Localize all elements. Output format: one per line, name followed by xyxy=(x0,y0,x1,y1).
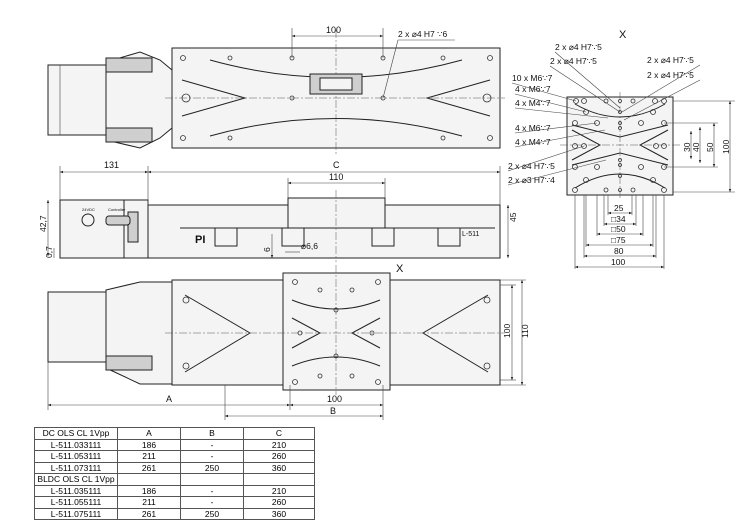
dim-40: 40 xyxy=(691,142,701,152)
side-view: 24VDC Controller PI L-511 131 C 110 42,7… xyxy=(38,160,518,262)
cell: - xyxy=(180,484,244,497)
table-section-row: BLDC OLS CL 1Vpp xyxy=(34,473,315,486)
cell xyxy=(243,473,315,486)
cell xyxy=(117,473,181,486)
dim-a: A xyxy=(166,394,172,404)
note-9: 4 x M4∵7 xyxy=(515,137,551,147)
view-label-x: X xyxy=(396,263,404,275)
cell: 186 xyxy=(117,484,181,497)
carriage-side xyxy=(287,197,386,229)
dim-100-detail-horizontal: 100 xyxy=(611,257,625,267)
cell: L-511.035111 xyxy=(34,484,118,497)
dim-sq75: □75 xyxy=(611,235,626,245)
cell: 261 xyxy=(117,507,181,520)
bottom-view: X 100 110 A 100 B xyxy=(47,263,530,420)
note-11: 2 x ⌀3 H7∵4 xyxy=(508,175,555,185)
cell: 211 xyxy=(117,496,181,509)
cell: L-511.053111 xyxy=(34,450,118,463)
dim-110-side: 110 xyxy=(329,172,343,182)
dim-100-top: 100 xyxy=(326,25,341,35)
section-bldc: BLDC OLS CL 1Vpp xyxy=(34,473,118,486)
hole-note-top: 2 x ⌀4 H7 ∵6 xyxy=(398,29,448,39)
cell: L-511.073111 xyxy=(34,461,118,474)
power-socket xyxy=(81,213,95,227)
cell: 210 xyxy=(243,484,315,497)
dim-45: 45 xyxy=(508,212,518,222)
dim-sq34: □34 xyxy=(611,214,626,224)
motor-top xyxy=(47,51,173,149)
note-8: 4 x M6∵7 xyxy=(515,123,551,133)
cell: 261 xyxy=(117,461,181,474)
note-7: 4 x M4∵7 xyxy=(515,98,551,108)
dim-b: B xyxy=(330,406,336,416)
note-3: 2 x ⌀4 H7∵5 xyxy=(647,55,694,65)
cell: - xyxy=(180,496,244,509)
dim-c-side: C xyxy=(333,160,340,170)
note-4: 2 x ⌀4 H7∵5 xyxy=(647,70,694,80)
cell: 250 xyxy=(180,461,244,474)
note-1: 2 x ⌀4 H7∵5 xyxy=(555,42,602,52)
cell xyxy=(180,473,244,486)
cell: - xyxy=(180,450,244,463)
model-label: L-511 xyxy=(462,231,479,238)
label-controller: Controller xyxy=(108,207,126,212)
motor-bottom xyxy=(47,291,107,363)
dim-80: 80 xyxy=(614,246,624,256)
cell: 186 xyxy=(117,438,181,451)
header-dc: DC OLS CL 1Vpp xyxy=(34,427,118,440)
controller-connector xyxy=(105,215,131,226)
dim-50: 50 xyxy=(705,142,715,152)
dim-100-detail-vertical: 100 xyxy=(721,140,731,154)
header-c: C xyxy=(243,427,315,440)
dim-0-7: 0,7 xyxy=(44,246,54,258)
cell: 360 xyxy=(243,461,315,474)
table-header-row: DC OLS CL 1Vpp A B C xyxy=(34,427,315,440)
pi-logo: PI xyxy=(195,234,205,246)
cell: L-511.075111 xyxy=(34,507,118,520)
label-24vdc: 24VDC xyxy=(82,207,95,212)
dim-6: 6 xyxy=(262,247,272,252)
dim-110-vertical: 110 xyxy=(520,324,530,338)
cell: 260 xyxy=(243,496,315,509)
dim-sq50: □50 xyxy=(611,224,626,234)
dim-42-7: 42,7 xyxy=(38,215,48,232)
cell: - xyxy=(180,438,244,451)
cell: L-511.033111 xyxy=(34,438,118,451)
cell: L-511.055111 xyxy=(34,496,118,509)
header-a: A xyxy=(117,427,181,440)
dim-100-vertical: 100 xyxy=(502,324,512,338)
cell: 210 xyxy=(243,438,315,451)
note-10: 2 x ⌀4 H7∵5 xyxy=(508,161,555,171)
cell: 211 xyxy=(117,450,181,463)
detail-title: X xyxy=(619,29,627,41)
dim-25: 25 xyxy=(614,203,624,213)
dim-dia-6-6: ⌀6,6 xyxy=(301,241,318,251)
cell: 250 xyxy=(180,507,244,520)
sub-d-connector xyxy=(127,211,139,243)
cell: 360 xyxy=(243,507,315,520)
note-5: 10 x M6∵7 xyxy=(512,73,553,83)
header-b: B xyxy=(180,427,244,440)
cell: 260 xyxy=(243,450,315,463)
dim-131: 131 xyxy=(104,160,119,170)
detail-x: X 2 x ⌀4 H7∵5 2 x ⌀4 H7∵5 2 x ⌀4 H7∵5 2 … xyxy=(507,29,735,269)
dim-30: 30 xyxy=(682,142,692,152)
dim-100-horizontal: 100 xyxy=(327,394,342,404)
top-view: 100 2 x ⌀4 H7 ∵6 xyxy=(47,25,505,155)
note-2: 2 x ⌀4 H7∵5 xyxy=(550,56,597,66)
